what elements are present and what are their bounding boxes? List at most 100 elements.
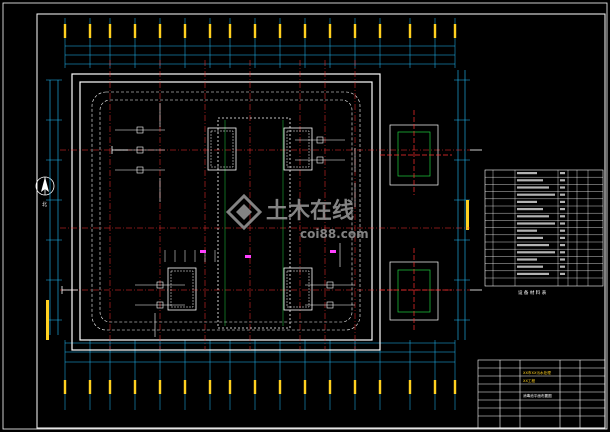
dimension-text-mark	[183, 24, 187, 38]
dimension-text-mark	[453, 380, 457, 394]
basin-walls	[71, 73, 381, 351]
valve-symbol	[316, 136, 324, 144]
table-cell-text	[517, 251, 555, 254]
north-arrow-icon	[35, 176, 55, 196]
title-block-line1: XX市XX污水处理	[523, 370, 551, 375]
table-cell-text	[560, 244, 565, 247]
dimension-text-mark	[133, 380, 137, 394]
dimension-text-mark	[208, 380, 212, 394]
dimension-text-mark	[278, 24, 282, 38]
left-dimension-chain	[49, 80, 59, 335]
table-cell-text	[560, 258, 565, 261]
table-cell-text	[517, 200, 537, 203]
bottom-dimension-chain	[65, 342, 455, 363]
materials-table	[484, 169, 604, 287]
dimension-text-mark	[158, 24, 162, 38]
dimension-text-mark	[108, 24, 112, 38]
table-cell-text	[560, 222, 565, 225]
table-cell-text	[517, 215, 549, 218]
basin-inner-outline	[91, 91, 361, 331]
table-cell-text	[517, 265, 543, 268]
equipment-inner	[170, 270, 194, 308]
dimension-text-mark	[63, 380, 67, 394]
dimension-text-mark	[353, 24, 357, 38]
table-cell-text	[517, 244, 549, 247]
watermark-subtext: coi88.com	[300, 227, 369, 241]
sheet-border-inner	[36, 13, 606, 429]
table-cell-text	[517, 258, 537, 261]
table-cell-text	[517, 186, 549, 189]
dimension-text-mark	[183, 380, 187, 394]
table-cell-text	[517, 179, 543, 182]
annotation-mark	[330, 250, 336, 253]
valve-symbol	[156, 281, 164, 289]
table-cell-text	[517, 229, 537, 232]
detail-upper	[380, 110, 452, 195]
dimension-text-mark	[108, 380, 112, 394]
central-channel	[217, 117, 291, 329]
table-cell-text	[517, 222, 555, 225]
watermark-logo	[225, 193, 263, 231]
table-cell-text	[560, 208, 565, 211]
dimension-text-mark	[433, 24, 437, 38]
top-dimension-chain	[65, 45, 455, 65]
equipment-units	[115, 103, 356, 337]
equipment-inner	[286, 130, 310, 168]
annotation-mark	[200, 250, 206, 253]
north-label: 北	[42, 201, 47, 208]
title-block	[477, 359, 606, 429]
table-cell-text	[560, 193, 565, 196]
table-cell-text	[560, 229, 565, 232]
materials-table-title: 设 备 材 料 表	[518, 289, 547, 296]
valve-symbol	[326, 281, 334, 289]
valve-symbol	[136, 166, 144, 174]
dimension-text-mark	[88, 24, 92, 38]
dimension-text-mark	[158, 380, 162, 394]
channel-hatch	[224, 120, 284, 326]
dimension-text-mark	[228, 380, 232, 394]
dimension-text-mark	[353, 380, 357, 394]
dimension-text-mark	[88, 380, 92, 394]
table-cell-text	[560, 265, 565, 268]
dimension-text-mark	[453, 24, 457, 38]
right-dimension-chain	[457, 70, 466, 340]
axis-grid	[60, 60, 470, 350]
dimension-text-mark	[466, 200, 469, 230]
equipment-inner	[286, 270, 310, 308]
valve-symbol	[136, 146, 144, 154]
dimension-text-mark	[378, 24, 382, 38]
dimension-text-mark	[63, 24, 67, 38]
equipment-block	[283, 127, 313, 171]
valve-symbol	[326, 301, 334, 309]
equipment-block	[207, 127, 237, 171]
table-cell-text	[517, 236, 543, 239]
bottom-dimension-ticks	[63, 340, 457, 410]
table-cell-text	[560, 172, 565, 175]
materials-table-rows	[485, 170, 603, 286]
dimension-text-mark	[253, 24, 257, 38]
dimension-text-mark	[328, 380, 332, 394]
dimension-text-mark	[133, 24, 137, 38]
dimension-text-mark	[278, 380, 282, 394]
dimension-text-mark	[378, 380, 382, 394]
dimension-text-mark	[433, 380, 437, 394]
equipment-inner	[210, 130, 234, 168]
annotation-mark	[245, 255, 251, 258]
dimension-text-mark	[328, 24, 332, 38]
table-cell-text	[560, 236, 565, 239]
table-cell-text	[517, 208, 543, 211]
dimension-text-mark	[208, 24, 212, 38]
table-cell-text	[560, 186, 565, 189]
dimension-text-mark	[408, 24, 412, 38]
title-block-drawing-name: 消毒池平面布置图	[523, 393, 552, 398]
title-block-line2: XX工程	[523, 378, 536, 383]
dimension-text-mark	[46, 300, 49, 340]
dimension-text-mark	[228, 24, 232, 38]
side-dimension-ticks	[46, 79, 470, 340]
dimension-text-mark	[303, 24, 307, 38]
table-cell-text	[560, 272, 565, 275]
table-cell-text	[560, 215, 565, 218]
